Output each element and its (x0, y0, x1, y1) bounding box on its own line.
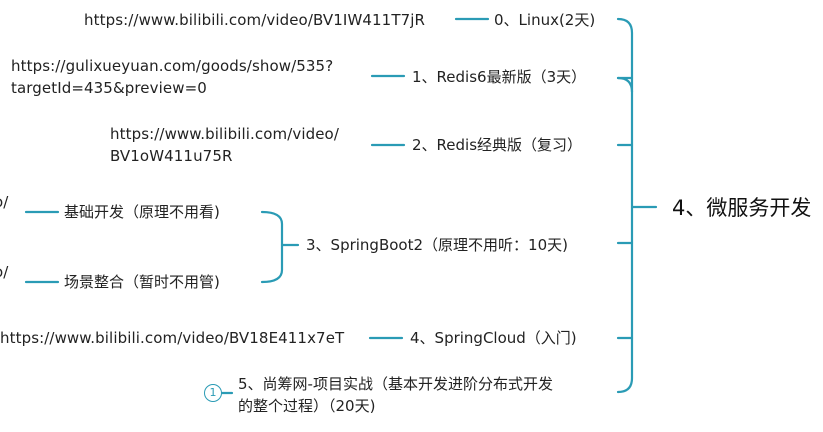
branch-3-child-0-label[interactable]: 基础开发（原理不用看) (64, 203, 220, 221)
branch-3-child-1-label[interactable]: 场景整合（暂时不用管) (64, 273, 220, 291)
branch-5-badge-icon[interactable]: 1 (204, 384, 222, 402)
branch-2-link-line2[interactable]: BV1oW411u75R (110, 147, 233, 165)
branch-3-child-0-link[interactable]: o/ (0, 193, 9, 211)
branch-2-link-line1[interactable]: https://www.bilibili.com/video/ (110, 125, 339, 143)
sub-bracket (260, 210, 284, 284)
branch-4-link[interactable]: https://www.bilibili.com/video/BV18E411x… (0, 329, 345, 347)
branch-1-link-line1[interactable]: https://gulixueyuan.com/goods/show/535? (11, 57, 334, 75)
branch-3-child-1-link[interactable]: o/ (0, 263, 9, 281)
branch-1-label[interactable]: 1、Redis6最新版（3天） (412, 68, 587, 86)
root-node[interactable]: 4、微服务开发 (672, 196, 812, 220)
branch-5-label-line1[interactable]: 5、尚筹网-项目实战（基本开发进阶分布式开发 (238, 375, 553, 393)
main-bracket (616, 17, 634, 394)
branch-1-link-line2[interactable]: targetId=435&preview=0 (11, 79, 207, 97)
branch-4-label[interactable]: 4、SpringCloud（入门) (410, 329, 577, 347)
bracket-tick-1 (616, 76, 634, 93)
branch-3-label[interactable]: 3、SpringBoot2（原理不用听：10天) (306, 236, 568, 254)
branch-0-link[interactable]: https://www.bilibili.com/video/BV1IW411T… (84, 11, 426, 29)
branch-2-label[interactable]: 2、Redis经典版（复习） (412, 136, 583, 154)
branch-5-label-line2[interactable]: 的整个过程）（20天) (238, 397, 376, 415)
branch-0-label[interactable]: 0、Linux(2天) (494, 11, 596, 29)
